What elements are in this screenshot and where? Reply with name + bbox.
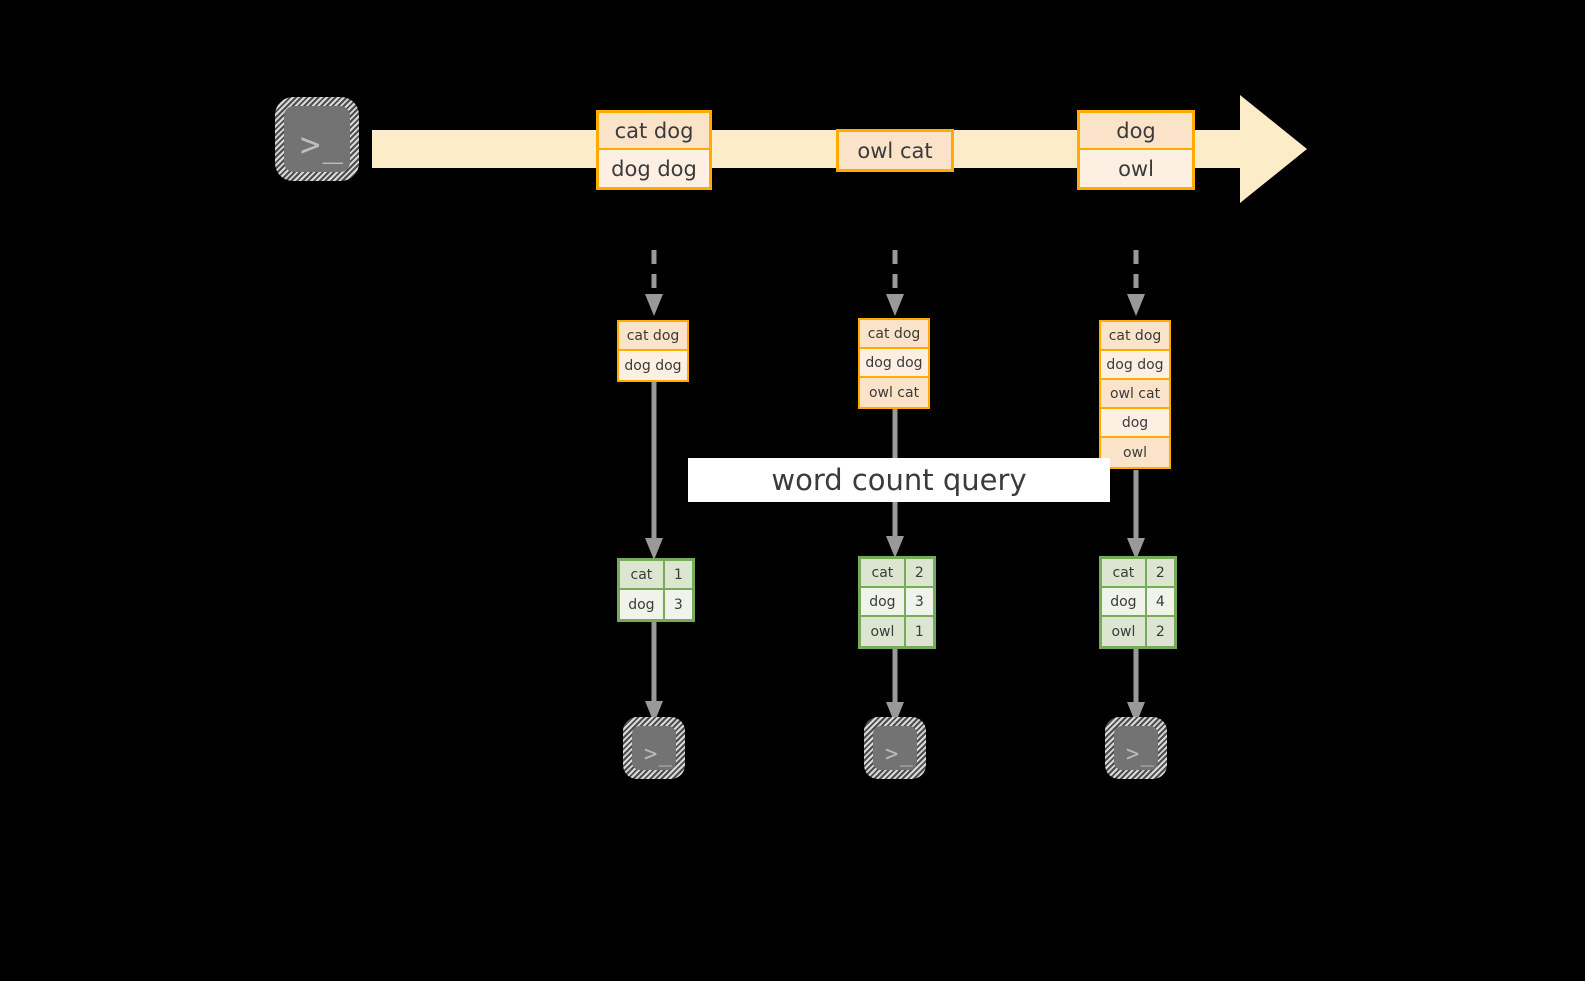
result-row: cat 2 [861,559,933,588]
accumulated-record: owl cat [860,378,928,407]
column-3-feed-arrow [1125,248,1147,320]
result-row: cat 1 [620,561,692,590]
stream-record: owl cat [839,132,951,169]
column-3-sink-terminal-icon[interactable]: >_ [1105,717,1167,779]
result-word: dog [1102,588,1147,615]
terminal-prompt-glyph: >_ [300,125,346,165]
result-count: 2 [905,559,933,586]
stream-record-group-3[interactable]: dog owl [1077,110,1195,190]
result-word: owl [861,617,906,646]
result-word: cat [861,559,906,586]
accumulated-record: owl cat [1101,380,1169,409]
stream-record-group-1[interactable]: cat dog dog dog [596,110,712,190]
accumulated-record: dog dog [1101,351,1169,380]
result-count: 1 [905,617,933,646]
accumulated-record: dog [1101,409,1169,438]
terminal-prompt-glyph: >_ [644,742,674,767]
column-2-sink-arrow [884,648,906,726]
result-row: dog 4 [1102,588,1174,617]
result-word: owl [1102,617,1147,646]
column-2-result-table[interactable]: cat 2 dog 3 owl 1 [858,556,936,649]
source-terminal-icon[interactable]: >_ [275,97,359,181]
accumulated-record: cat dog [860,320,928,349]
column-2-feed-arrow [884,248,906,320]
column-3-result-table[interactable]: cat 2 dog 4 owl 2 [1099,556,1177,649]
terminal-body [284,106,350,172]
column-1-query-arrow [643,380,665,562]
terminal-body [873,726,917,770]
stream-record-group-2[interactable]: owl cat [836,129,954,172]
terminal-body [632,726,676,770]
result-row: dog 3 [620,590,692,619]
accumulated-record: cat dog [1101,322,1169,351]
column-3-query-arrow [1125,470,1147,562]
result-count: 2 [1146,617,1174,646]
column-3-accumulated-records[interactable]: cat dog dog dog owl cat dog owl [1099,320,1171,469]
query-label: word count query [688,458,1110,502]
column-1-result-table[interactable]: cat 1 dog 3 [617,558,695,622]
column-1-feed-arrow [643,248,665,320]
result-word: dog [861,588,906,615]
result-count: 3 [905,588,933,615]
result-row: dog 3 [861,588,933,617]
stream-record: owl [1080,150,1192,187]
column-1-accumulated-records[interactable]: cat dog dog dog [617,320,689,382]
result-row: owl 2 [1102,617,1174,646]
result-row: cat 2 [1102,559,1174,588]
column-3-sink-arrow [1125,648,1147,726]
stream-record: dog dog [599,150,709,187]
accumulated-record: dog dog [860,349,928,378]
terminal-prompt-glyph: >_ [885,742,915,767]
result-count: 1 [664,561,692,588]
accumulated-record: cat dog [619,322,687,351]
terminal-body [1114,726,1158,770]
result-row: owl 1 [861,617,933,646]
stream-record: dog [1080,113,1192,150]
result-word: cat [620,561,665,588]
result-count: 4 [1146,588,1174,615]
column-1-sink-terminal-icon[interactable]: >_ [623,717,685,779]
result-word: dog [620,590,665,619]
stream-record: cat dog [599,113,709,150]
column-1-sink-arrow [643,620,665,725]
accumulated-record: dog dog [619,351,687,380]
column-2-sink-terminal-icon[interactable]: >_ [864,717,926,779]
terminal-prompt-glyph: >_ [1126,742,1156,767]
accumulated-record: owl [1101,438,1169,467]
column-2-accumulated-records[interactable]: cat dog dog dog owl cat [858,318,930,409]
result-word: cat [1102,559,1147,586]
result-count: 3 [664,590,692,619]
result-count: 2 [1146,559,1174,586]
